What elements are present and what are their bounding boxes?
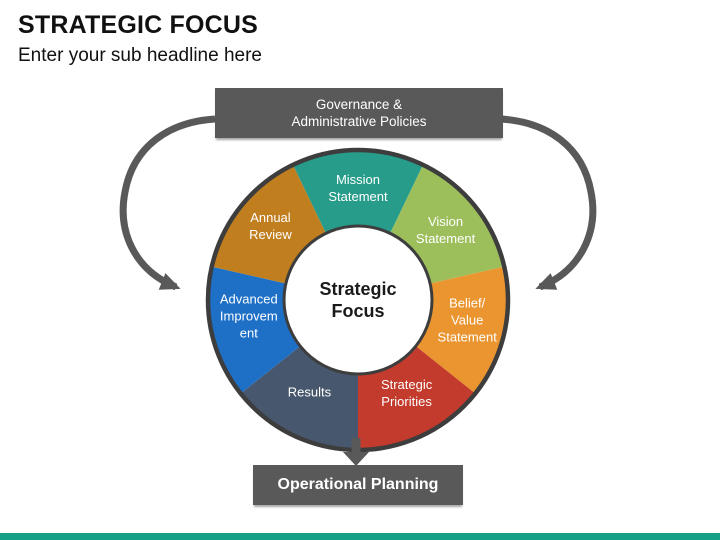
bottom-accent-bar xyxy=(0,533,720,540)
donut-hub xyxy=(282,224,434,376)
slide-title: STRATEGIC FOCUS xyxy=(18,11,259,39)
segment-mission-statement xyxy=(292,150,424,234)
slide-subtitle: Enter your sub headline here xyxy=(18,45,262,66)
governance-box-line2: Administrative Policies xyxy=(291,114,427,129)
segment-label-results: Results xyxy=(288,384,332,399)
operational-planning-box: Operational Planning xyxy=(253,465,463,505)
segment-belief-value-statement xyxy=(415,266,508,394)
governance-box: Governance & Administrative Policies xyxy=(215,88,503,138)
segment-vision-statement xyxy=(390,164,505,284)
governance-box-line1: Governance & xyxy=(315,97,403,112)
donut-cycle xyxy=(205,147,511,453)
right-curved-arrow-icon xyxy=(500,115,597,291)
segment-advanced-improvement xyxy=(208,266,301,394)
segment-results xyxy=(240,346,358,450)
operational-planning-label: Operational Planning xyxy=(277,476,439,493)
segment-annual-review xyxy=(211,164,326,284)
segment-strategic-priorities xyxy=(357,346,476,450)
down-arrow-icon xyxy=(343,438,369,466)
left-curved-arrow-icon xyxy=(119,115,216,291)
